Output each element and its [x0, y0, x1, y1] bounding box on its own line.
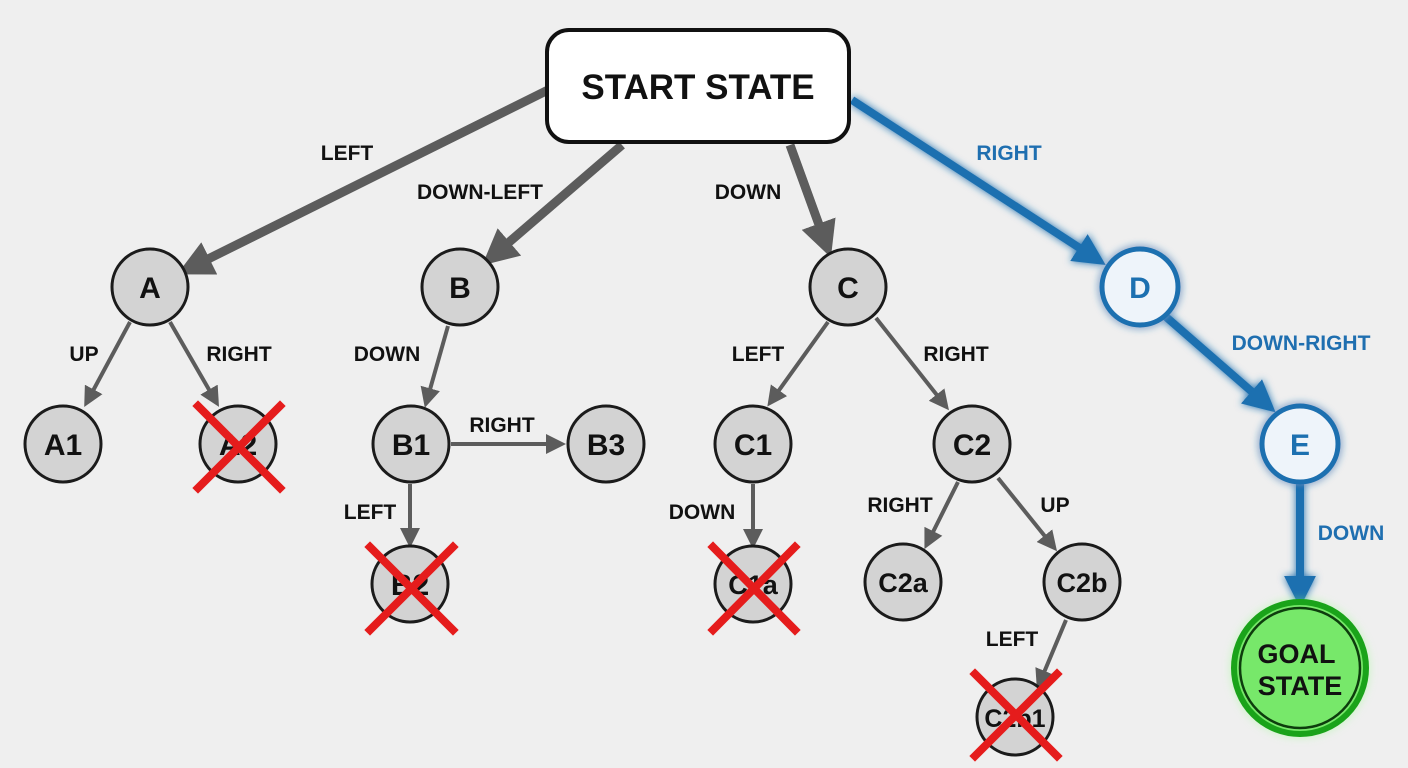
edge-start-b	[482, 141, 625, 266]
edge-label-b1-b3: RIGHT	[469, 414, 535, 437]
node-b1-label: B1	[392, 429, 430, 462]
start-state-node: START STATE	[545, 28, 851, 144]
edge-label-c-c2: RIGHT	[923, 343, 989, 366]
edge-label-b-b1: DOWN	[354, 343, 421, 366]
node-c1-label: C1	[734, 429, 772, 462]
node-c2a-label: C2a	[878, 568, 929, 598]
goal-state-node: GOAL STATE	[1231, 599, 1369, 737]
prune-x-icon	[364, 541, 459, 636]
edge-c-c1	[767, 320, 830, 407]
node-a1-label: A1	[44, 429, 82, 462]
edge-c-c2	[874, 316, 949, 411]
edge-label-c2-c2a: RIGHT	[867, 494, 933, 517]
edge-label-c2-c2b: UP	[1040, 494, 1069, 517]
edge-label-d-e: DOWN-RIGHT	[1232, 332, 1371, 355]
goal-state-label: GOAL STATE	[1257, 639, 1342, 701]
node-c2b: C2b	[1042, 542, 1122, 622]
node-b: B	[420, 247, 500, 327]
node-c2a: C2a	[863, 542, 943, 622]
edge-b-b1	[420, 325, 450, 408]
edge-label-b1-b2: LEFT	[344, 501, 397, 524]
node-e-label: E	[1290, 429, 1310, 462]
edge-label-start-b: DOWN-LEFT	[417, 181, 543, 204]
edge-a-a1	[84, 321, 132, 408]
node-e: E	[1259, 403, 1341, 485]
edge-label-start-a: LEFT	[321, 142, 374, 165]
edge-c2-c2a	[924, 481, 960, 550]
edge-label-c-c1: LEFT	[732, 343, 785, 366]
goal-state-line-2: STATE	[1258, 671, 1343, 701]
edge-label-start-d: RIGHT	[976, 142, 1042, 165]
edge-start-c	[785, 143, 836, 258]
node-c2b-label: C2b	[1056, 568, 1107, 598]
edge-label-c1-c1a: DOWN	[669, 501, 736, 524]
prune-x-icon	[707, 541, 801, 636]
edge-label-c2b-c2b1: LEFT	[986, 628, 1039, 651]
prune-x-icon	[969, 668, 1063, 762]
node-c: C	[808, 247, 888, 327]
node-d: D	[1099, 246, 1181, 328]
node-a1: A1	[23, 404, 103, 484]
node-a: A	[110, 247, 190, 327]
edge-c2b-c2b1	[1035, 619, 1068, 690]
nodes: START STATE A B C D E A1	[23, 28, 1369, 757]
edge-start-d	[849, 96, 1106, 265]
node-b3: B3	[566, 404, 646, 484]
prune-marks	[192, 400, 1063, 762]
node-b1: B1	[371, 404, 451, 484]
edge-a-a2	[168, 321, 219, 407]
edge-c2-c2b	[996, 476, 1058, 552]
node-d-label: D	[1129, 272, 1151, 305]
node-b-label: B	[449, 272, 471, 305]
edge-label-a-a1: UP	[69, 343, 98, 366]
node-c2: C2	[932, 404, 1012, 484]
prune-x-icon	[192, 400, 286, 494]
node-c1: C1	[713, 404, 793, 484]
edge-d-e	[1162, 312, 1276, 413]
edge-label-e-goal: DOWN	[1318, 522, 1385, 545]
node-c2-label: C2	[953, 429, 991, 462]
edges	[84, 85, 1316, 690]
node-a-label: A	[139, 272, 161, 305]
edge-label-start-c: DOWN	[715, 181, 782, 204]
node-b3-label: B3	[587, 429, 625, 462]
edge-label-a-a2: RIGHT	[206, 343, 272, 366]
goal-state-line-1: GOAL	[1257, 639, 1335, 669]
edge-labels: LEFT DOWN-LEFT DOWN RIGHT DOWN-RIGHT DOW…	[69, 142, 1384, 651]
node-c-label: C	[837, 272, 859, 305]
edge-start-a	[177, 85, 551, 275]
start-state-label: START STATE	[581, 68, 814, 107]
